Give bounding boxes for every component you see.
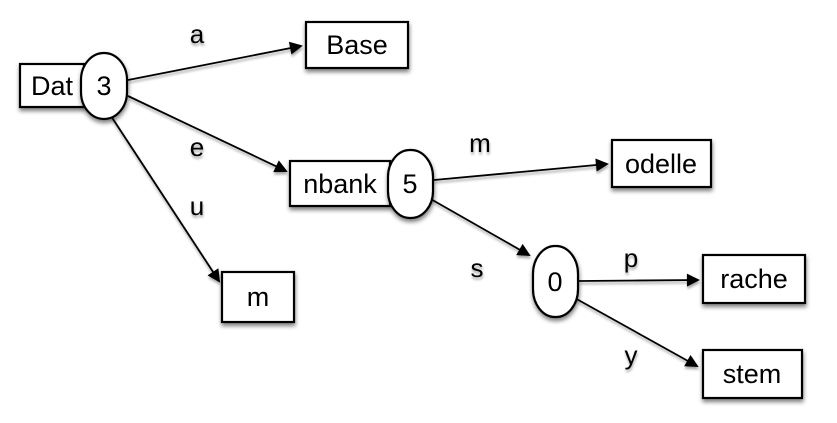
edges-layer: a e u m s p y (110, 19, 700, 370)
edge-s-line (428, 197, 531, 256)
edge-p-label: p (624, 243, 638, 273)
node-nbank: nbank (288, 159, 392, 208)
edge-y-line (572, 296, 699, 367)
node-m: m (220, 270, 296, 324)
node-count-3-shape (79, 51, 129, 121)
edge-a-line (127, 41, 303, 81)
node-stem-shape (701, 348, 804, 400)
node-count-5: 5 (386, 148, 435, 220)
node-nbank-label: nbank (303, 169, 377, 199)
edge-a-label: a (190, 19, 205, 49)
nodes-layer: Dat 3 Base nbank 5 m (18, 20, 807, 400)
edge-m-label: m (469, 128, 491, 158)
edge-u-label: u (190, 191, 204, 221)
node-odelle-label: odelle (625, 149, 697, 179)
node-base-shape (304, 20, 410, 70)
edge-m: m (433, 128, 609, 181)
edge-s-label: s (471, 253, 484, 283)
edge-u: u (110, 115, 221, 283)
node-m-shape (220, 270, 296, 324)
edge-y-label: y (625, 340, 638, 370)
edge-a: a (127, 19, 303, 81)
node-count-0: 0 (531, 244, 580, 319)
node-odelle-shape (610, 138, 713, 189)
edge-p: p (578, 243, 700, 287)
node-base: Base (304, 20, 410, 70)
node-rache-label: rache (720, 264, 788, 294)
node-count-3: 3 (79, 51, 129, 121)
edge-e: e (127, 95, 288, 173)
node-dat: Dat (18, 62, 86, 109)
edge-u-line (110, 115, 221, 283)
node-base-label: Base (326, 30, 388, 60)
node-count-0-shape (531, 244, 580, 319)
node-rache-shape (701, 253, 807, 305)
node-rache: rache (701, 253, 807, 305)
node-odelle: odelle (610, 138, 713, 189)
node-count-5-shape (386, 148, 435, 220)
edge-y: y (572, 296, 699, 370)
node-dat-shape (18, 62, 86, 109)
edge-e-line (127, 95, 288, 173)
node-m-label: m (247, 282, 270, 312)
node-stem: stem (701, 348, 804, 400)
edge-m-line (433, 158, 609, 181)
node-nbank-shape (288, 159, 392, 208)
edge-s: s (428, 197, 531, 283)
edge-e-label: e (190, 132, 204, 162)
node-stem-label: stem (723, 359, 782, 389)
edge-p-line (578, 273, 700, 287)
node-count-0-label: 0 (547, 267, 562, 297)
node-count-5-label: 5 (402, 169, 417, 199)
node-count-3-label: 3 (96, 71, 111, 101)
node-dat-label: Dat (31, 71, 74, 101)
